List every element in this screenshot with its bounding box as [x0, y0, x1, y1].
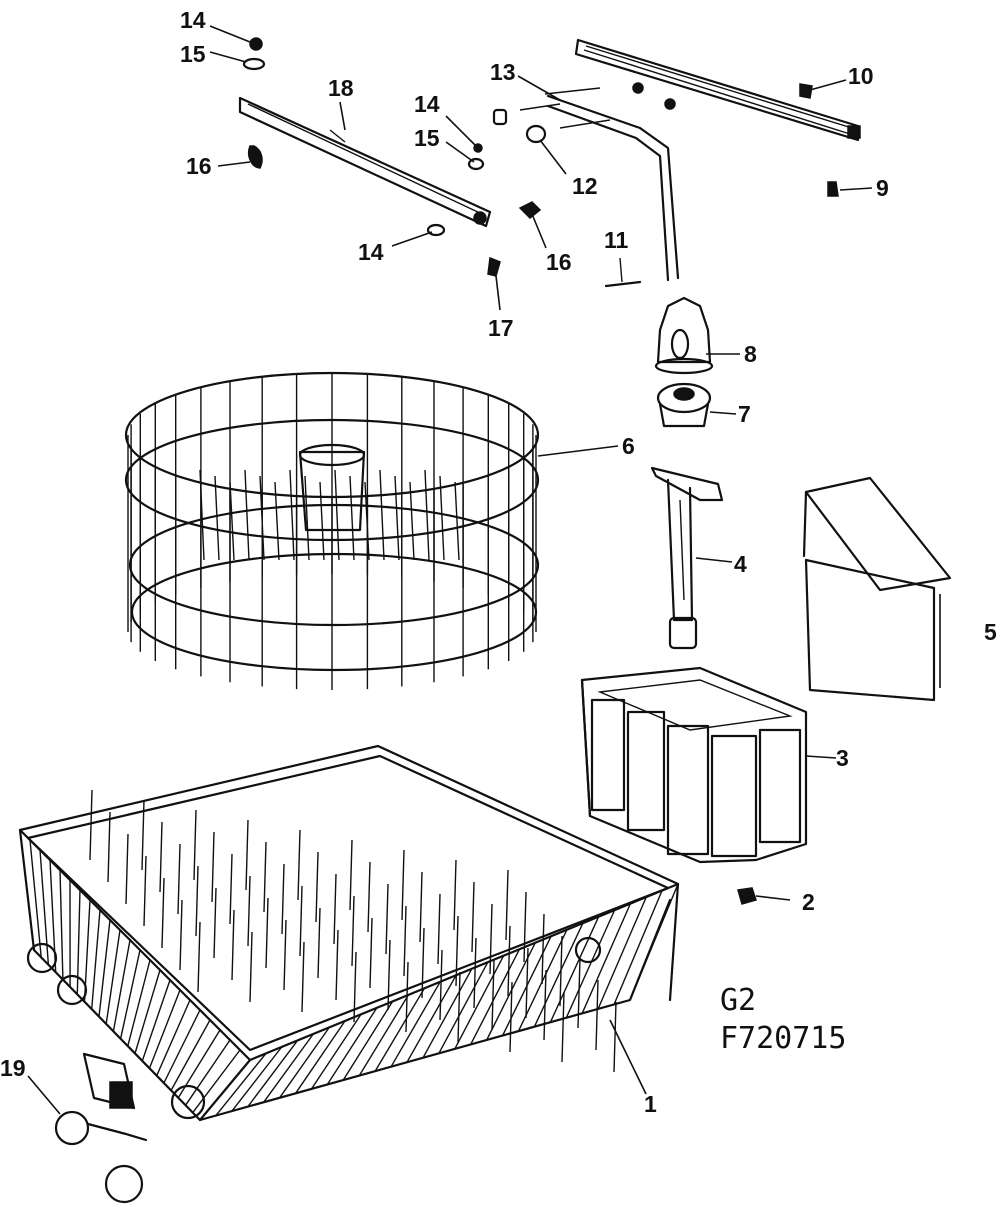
callout-18: 18 — [328, 75, 354, 101]
callout-3: 3 — [836, 745, 849, 771]
group-code: G2 — [720, 983, 756, 1018]
callout-4: 4 — [734, 551, 747, 577]
callout-numbers: 14 15 16 18 14 15 14 16 17 13 12 11 10 9… — [0, 7, 997, 1117]
part-5-cutlery-basket — [802, 476, 952, 702]
callout-17: 17 — [488, 315, 514, 341]
callout-13: 13 — [490, 59, 516, 85]
callout-16: 16 — [546, 249, 572, 275]
part-4-spray-tower — [650, 466, 724, 650]
callout-5: 5 — [984, 619, 997, 645]
part-10-rack-rail — [574, 38, 861, 142]
leader-lines — [209, 25, 873, 1095]
part-8-spray-hub — [654, 296, 714, 375]
part-19-wheel-assembly — [27, 1052, 148, 1204]
callout-7: 7 — [738, 401, 751, 427]
callout-15: 15 — [180, 41, 206, 67]
part-18-rack-rail — [238, 96, 492, 228]
part-6-upper-basket — [124, 371, 540, 690]
part-1-lower-rack — [18, 744, 680, 1122]
callout-1: 1 — [644, 1091, 657, 1117]
callout-11: 11 — [604, 227, 629, 253]
callout-14: 14 — [414, 91, 440, 117]
callout-10: 10 — [848, 63, 874, 89]
callout-2: 2 — [802, 889, 815, 915]
callout-16: 16 — [186, 153, 212, 179]
callout-14: 14 — [358, 239, 384, 265]
part-7-spray-nut — [656, 382, 712, 428]
figure-code: F720715 — [720, 1021, 846, 1056]
part-13-feed-tube — [519, 87, 680, 282]
part-3-silverware-caddy — [580, 666, 808, 864]
callout-9: 9 — [876, 175, 889, 201]
callout-6: 6 — [622, 433, 635, 459]
callout-19: 19 — [0, 1055, 26, 1081]
callout-15: 15 — [414, 125, 440, 151]
callout-8: 8 — [744, 341, 757, 367]
callout-12: 12 — [572, 173, 598, 199]
callout-14: 14 — [180, 7, 206, 33]
part-2-clip — [737, 887, 791, 905]
